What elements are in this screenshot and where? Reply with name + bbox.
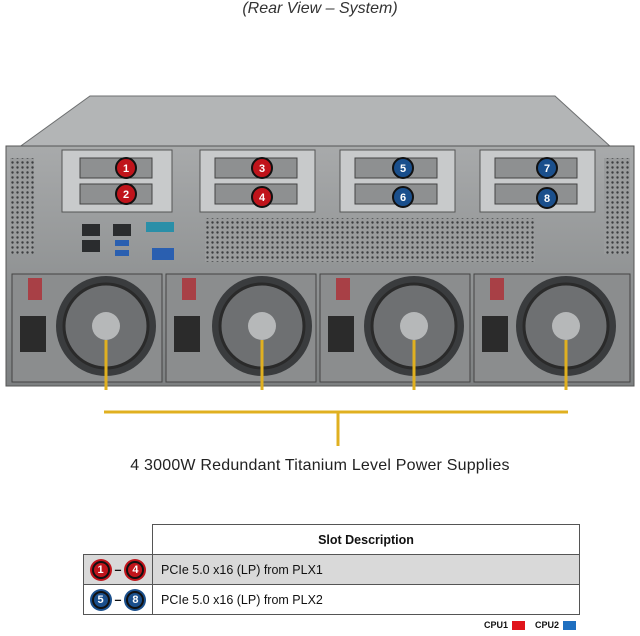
slot-badge-1: 1: [115, 157, 137, 179]
power-supply-4: [473, 273, 631, 383]
io-ports: [82, 222, 174, 260]
psu-caption: 4 3000W Redundant Titanium Level Power S…: [130, 457, 510, 474]
legend-cpu1-swatch: [512, 621, 526, 631]
left-vent: [10, 158, 34, 254]
power-supply-1: [11, 273, 163, 383]
legend-cpu2: CPU2: [535, 620, 577, 631]
io-vent: [205, 218, 535, 262]
slot-description: PCIe 5.0 x16 (LP) from PLX1: [152, 554, 580, 585]
psu-connector-bracket: [104, 410, 568, 446]
slot-badge-4: 4: [251, 186, 273, 208]
slot-badge-5: 5: [392, 157, 414, 179]
svg-text:8: 8: [544, 193, 550, 205]
slot-range-cpu2: 5–8: [83, 584, 153, 615]
right-vent: [604, 158, 630, 254]
slot-badge-2: 2: [115, 183, 137, 205]
svg-text:2: 2: [123, 189, 129, 201]
slot-badge-6: 6: [392, 186, 414, 208]
psu-connector-lines: [104, 340, 568, 390]
svg-text:6: 6: [400, 192, 406, 204]
slot-badge-from: 1: [91, 560, 110, 579]
slot-description: PCIe 5.0 x16 (LP) from PLX2: [152, 584, 580, 615]
slot-badge-to: 4: [126, 560, 145, 579]
legend-cpu1-label: CPU1: [484, 620, 509, 630]
legend-cpu1: CPU1: [484, 620, 526, 631]
slot-badge-3: 3: [251, 157, 273, 179]
table-row: 5–8 PCIe 5.0 x16 (LP) from PLX2: [83, 584, 580, 615]
slot-badge-from: 5: [91, 590, 110, 609]
power-supply-3: [319, 273, 471, 383]
header-blank-cell: [83, 524, 153, 555]
table-row: 1–4 PCIe 5.0 x16 (LP) from PLX1: [83, 554, 580, 585]
table-header-row: Slot Description: [83, 524, 580, 555]
slot-badge-8: 8: [536, 187, 558, 209]
slot-description-table: Slot Description 1–4 PCIe 5.0 x16 (LP) f…: [83, 524, 580, 615]
view-caption: (Rear View – System): [242, 0, 398, 17]
slot-badge-7: 7: [536, 157, 558, 179]
range-dash: –: [114, 592, 122, 607]
range-dash: –: [114, 562, 122, 577]
header-slot-description: Slot Description: [152, 524, 580, 555]
slot-badge-to: 8: [126, 590, 145, 609]
slot-range-cpu1: 1–4: [83, 554, 153, 585]
svg-text:4: 4: [259, 192, 266, 204]
svg-text:1: 1: [123, 163, 129, 175]
legend-cpu2-label: CPU2: [535, 620, 560, 630]
legend-cpu2-swatch: [563, 621, 577, 631]
svg-text:7: 7: [544, 163, 550, 175]
svg-text:5: 5: [400, 163, 406, 175]
server-rear-image: 1 2 3 4 5 6 7 8: [5, 95, 635, 390]
power-supply-2: [165, 273, 317, 383]
svg-text:3: 3: [259, 163, 265, 175]
